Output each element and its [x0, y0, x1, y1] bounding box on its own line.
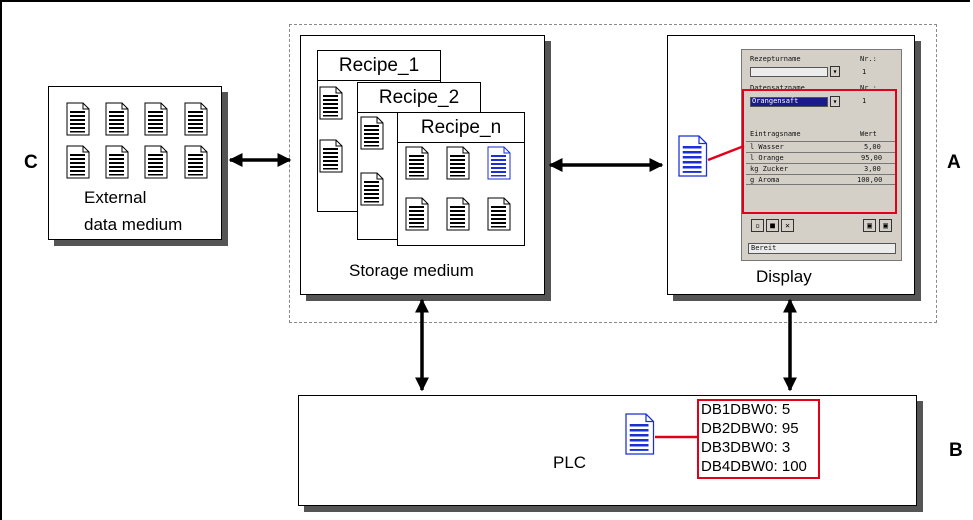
plc-doc-icon — [625, 413, 655, 455]
recipe-name-field[interactable] — [750, 67, 828, 77]
table-row[interactable]: l Wasser 5,00 — [746, 141, 896, 152]
external-doc-icon — [105, 102, 129, 136]
table-row-name: g Aroma — [750, 176, 780, 184]
recipe-n-doc-icon — [405, 146, 429, 180]
recipe-n-doc-icon-selected — [487, 146, 511, 180]
dataset-highlight — [742, 89, 897, 214]
display-doc-icon — [678, 135, 708, 177]
save-icon[interactable]: ■ — [766, 219, 779, 232]
plc-value: DB3DBW0: 3 — [701, 439, 791, 456]
external-doc-icon — [184, 102, 208, 136]
plc-value: DB2DBW0: 95 — [701, 420, 799, 437]
external-doc-icon — [144, 145, 168, 179]
recipe-n-doc-icon — [446, 146, 470, 180]
recipe-no-value: 1 — [862, 68, 867, 76]
label-a: A — [947, 152, 961, 173]
dataset-dropdown-button[interactable]: ▾ — [830, 96, 840, 107]
download-icon[interactable]: ▣ — [863, 219, 876, 232]
display-connector — [707, 144, 745, 162]
plc-box — [298, 395, 917, 506]
recipe-2-doc-icon — [360, 172, 384, 206]
delete-icon[interactable]: ✕ — [781, 219, 794, 232]
table-header-name: Eintragsname — [750, 130, 801, 138]
status-bar — [748, 243, 896, 254]
external-label-line2: data medium — [84, 215, 183, 234]
recipe-1-title: Recipe_1 — [318, 51, 440, 81]
table-row-value: 95,00 — [861, 154, 883, 162]
external-doc-icon — [144, 102, 168, 136]
table-row-value: 100,00 — [857, 176, 883, 184]
dataset-name-value: Orangensaft — [752, 97, 799, 105]
upload-icon[interactable]: ▣ — [879, 219, 892, 232]
table-row-name: l Wasser — [750, 143, 784, 151]
operator-panel-group — [289, 24, 937, 323]
recipe-n-doc-icon — [487, 197, 511, 231]
table-row-value: 3,00 — [864, 165, 881, 173]
dataset-no-value: 1 — [862, 97, 867, 105]
table-row[interactable]: kg Zucker 3,00 — [746, 163, 896, 174]
recipe-no-label: Nr.: — [860, 55, 877, 63]
recipe-2-doc-icon — [360, 116, 384, 150]
external-doc-icon — [184, 145, 208, 179]
label-c: C — [24, 152, 38, 173]
display-label: Display — [756, 267, 812, 286]
external-doc-icon — [66, 102, 90, 136]
recipe-1-doc-icon — [319, 139, 343, 173]
table-row[interactable]: g Aroma 100,00 — [746, 174, 896, 185]
plc-value: DB4DBW0: 100 — [701, 458, 807, 475]
recipe-n-doc-icon — [446, 197, 470, 231]
external-doc-icon — [105, 145, 129, 179]
recipe-dropdown-button[interactable]: ▾ — [830, 66, 840, 77]
plc-values-highlight — [697, 399, 820, 479]
dataset-no-label: Nr.: — [860, 84, 877, 92]
plc-label: PLC — [553, 453, 587, 472]
table-row-name: l Orange — [750, 154, 784, 162]
recipe-n-title: Recipe_n — [398, 113, 524, 143]
recipe-n-doc-icon — [405, 197, 429, 231]
table-row-name: kg Zucker — [750, 165, 788, 173]
external-doc-icon — [66, 145, 90, 179]
dataset-name-label: Datensatzname — [750, 84, 805, 92]
label-b: B — [949, 440, 963, 461]
display-screen: Rezepturname Nr.: ▾ 1 Datensatzname Nr.:… — [741, 49, 902, 261]
table-row[interactable]: l Orange 95,00 — [746, 152, 896, 163]
recipe-name-label: Rezepturname — [750, 55, 801, 63]
status-text: Bereit — [751, 244, 777, 252]
recipe-1-doc-icon — [319, 86, 343, 120]
new-icon[interactable]: ▫ — [751, 219, 764, 232]
dataset-name-field[interactable] — [750, 97, 828, 107]
table-header-value: Wert — [860, 130, 877, 138]
plc-value: DB1DBW0: 5 — [701, 401, 791, 418]
external-label-line1: External — [84, 188, 147, 207]
table-row-value: 5,00 — [864, 143, 881, 151]
storage-medium-label: Storage medium — [349, 261, 474, 280]
